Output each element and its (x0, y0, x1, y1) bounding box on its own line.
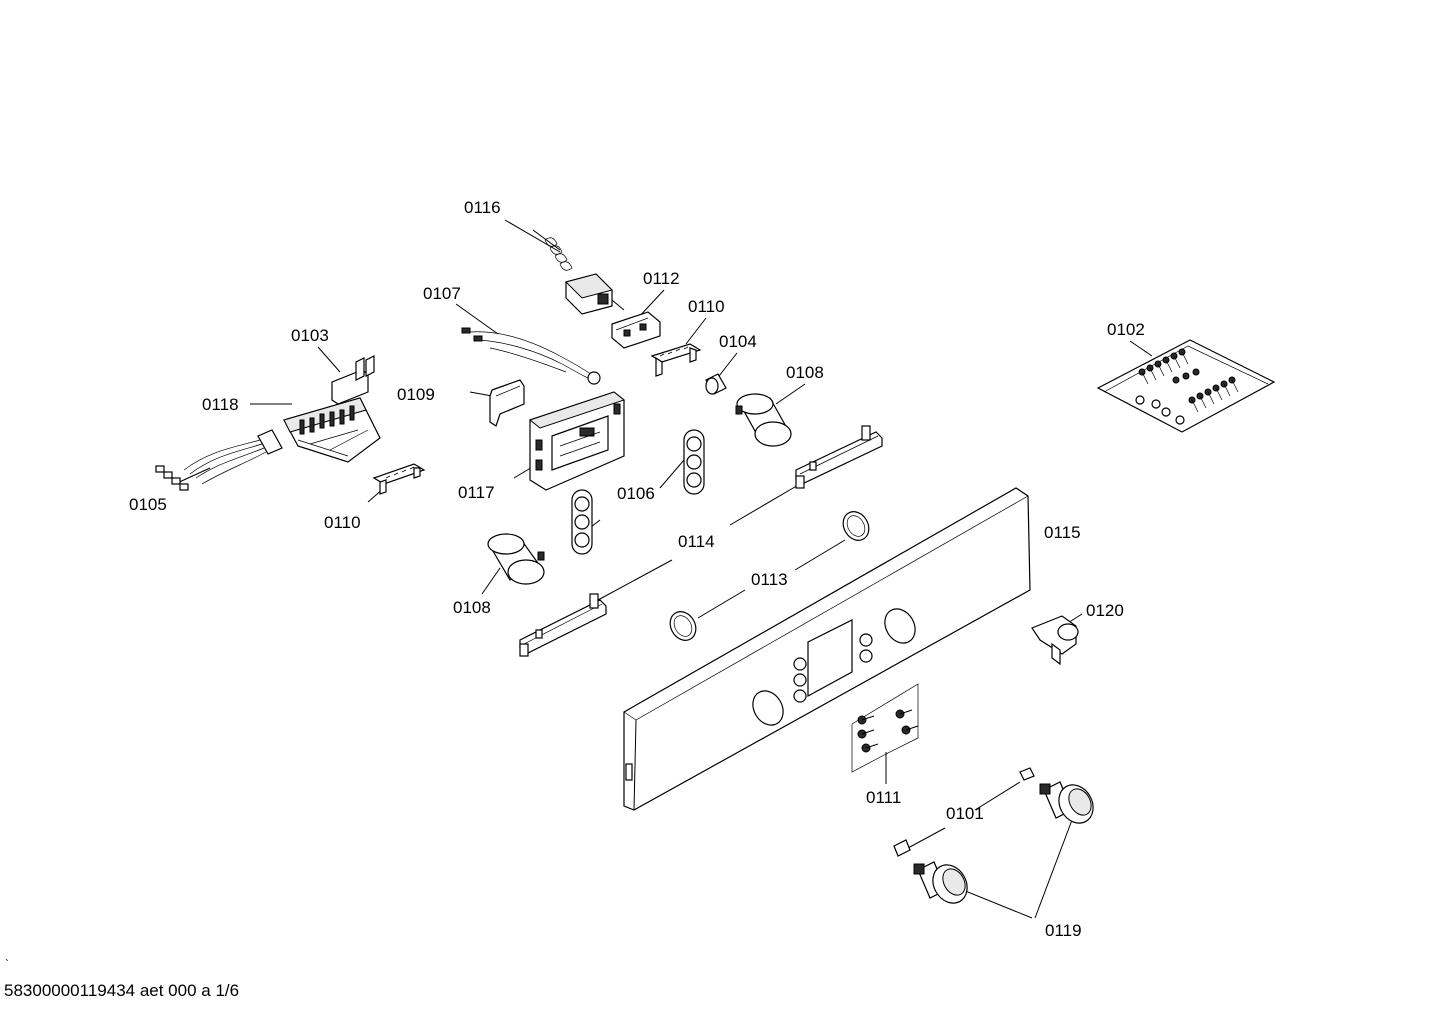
part-callouts: 0116 0112 0110 0107 0103 0104 0108 0102 … (129, 198, 1145, 940)
part-0117-timer-module (528, 391, 626, 491)
part-0119-knob-lower (913, 861, 968, 904)
part-0101-cap-lower (893, 839, 911, 857)
callout-0118: 0118 (202, 395, 239, 414)
callout-0102: 0102 (1107, 320, 1145, 339)
part-0105-wiring (155, 429, 283, 491)
drawing-number-footer: 58300000119434 aet 000 a 1/6 (4, 981, 240, 1000)
callout-0108: 0108 (786, 363, 824, 382)
callout-0117: 0117 (458, 483, 495, 502)
callout-0109: 0109 (397, 385, 435, 404)
callout-0113: 0113 (751, 570, 788, 589)
callout-0103: 0103 (291, 326, 329, 345)
part-0112-bracket (611, 311, 661, 349)
part-0118-terminal-block (283, 397, 381, 463)
callout-0111: 0111 (866, 788, 901, 807)
leader-lines (174, 219, 1153, 919)
part-0114-bracket-lower (519, 593, 607, 657)
part-0116-thermostat (532, 229, 625, 315)
part-0110-clip-lower (372, 463, 426, 495)
callout-0110: 0110 (688, 297, 725, 316)
part-0114-bracket-upper (795, 425, 883, 489)
callout-0114: 0114 (678, 532, 715, 551)
part-0108-holder-upper (735, 393, 792, 447)
part-0106-lightguide-upper (683, 429, 705, 495)
part-0108-holder-lower (487, 533, 545, 585)
callout-0107: 0107 (423, 284, 461, 303)
part-0113-ring-lower (669, 611, 697, 641)
part-0104-lamp (705, 373, 727, 395)
part-0107-cable (461, 327, 601, 385)
callout-0105: 0105 (129, 495, 167, 514)
callout-0119: 0119 (1045, 921, 1082, 940)
callout-0106: 0106 (617, 484, 655, 503)
part-0101-cap-upper (1019, 767, 1035, 781)
part-0102-screw-bag (1096, 339, 1276, 433)
part-0109-clip (489, 379, 525, 427)
callout-0110-lower: 0110 (324, 513, 361, 532)
callout-0115: 0115 (1044, 523, 1081, 542)
part-0103-bracket (331, 355, 375, 405)
callout-0101: 0101 (946, 804, 984, 823)
callout-0120: 0120 (1086, 601, 1124, 620)
corner-mark: ` (5, 957, 9, 971)
part-0111-screws (851, 683, 919, 773)
part-0110-clip-upper (650, 343, 702, 377)
part-0120-hinge (1031, 615, 1079, 666)
part-0119-knob-upper (1039, 781, 1094, 824)
callout-0108-lower: 0108 (453, 598, 491, 617)
part-0106-lightguide-lower (571, 489, 593, 555)
part-0113-ring-upper (842, 511, 870, 541)
callout-0116: 0116 (464, 198, 501, 217)
part-0115-control-panel (623, 487, 1031, 811)
callout-0104: 0104 (719, 332, 757, 351)
callout-0112: 0112 (643, 269, 680, 288)
